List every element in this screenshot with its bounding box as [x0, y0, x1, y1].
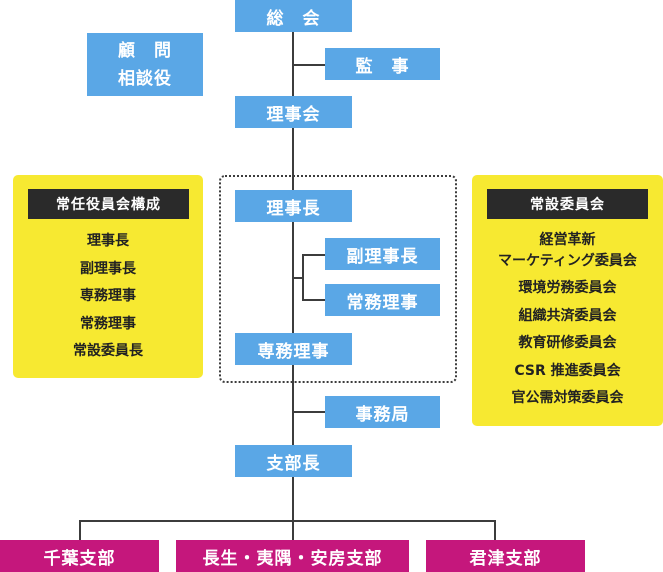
branch-chousei-box[interactable]: 長生・夷隅・安房支部 — [176, 540, 409, 572]
sub-bracket-stem — [292, 277, 304, 279]
soukai-box[interactable]: 総 会 — [235, 0, 352, 32]
standing-committee-panel: 常設委員会 経営革新 マーケティング委員会 環境労務委員会 組織共済委員会 教育… — [472, 175, 663, 426]
list-item: 組織共済委員会 — [518, 307, 617, 324]
kanji-box[interactable]: 監 事 — [325, 48, 440, 80]
senmu-riji-label: 専務理事 — [257, 341, 330, 362]
standing-officers-panel: 常任役員会構成 理事長 副理事長 専務理事 常務理事 常設委員長 — [13, 175, 203, 378]
shibuchou-label: 支部長 — [266, 453, 321, 474]
list-item: 官公需対策委員会 — [511, 390, 624, 406]
kanji-label: 監 事 — [355, 56, 410, 77]
shibuchou-box[interactable]: 支部長 — [235, 445, 352, 477]
joumu-riji-label: 常務理事 — [346, 292, 419, 313]
branch-chousei-label: 長生・夷隅・安房支部 — [202, 548, 383, 569]
list-item: 専務理事 — [80, 288, 136, 304]
standing-committee-list: 経営革新 マーケティング委員会 環境労務委員会 組織共済委員会 教育研修委員会 … — [472, 230, 663, 413]
branch-chiba-box[interactable]: 千葉支部 — [0, 540, 159, 572]
fuku-richou-box[interactable]: 副理事長 — [325, 238, 440, 270]
main-vertical-line-lower — [292, 364, 294, 448]
list-item: 環境労務委員会 — [518, 280, 617, 296]
fuku-richou-connector — [302, 254, 325, 256]
branch-drop-right — [494, 520, 496, 540]
standing-committee-title: 常設委員会 — [487, 189, 648, 219]
senmu-riji-box[interactable]: 専務理事 — [235, 333, 352, 365]
rijikai-label: 理事会 — [266, 104, 321, 125]
soukai-label: 総 会 — [266, 8, 321, 29]
richou-label: 理事長 — [266, 198, 321, 219]
executive-group-frame — [219, 175, 457, 383]
list-item: 教育研修委員会 — [518, 335, 617, 351]
list-item: CSR 推進委員会 — [514, 362, 621, 379]
branch-horizontal-line — [79, 520, 496, 522]
standing-officers-title-text: 常任役員会構成 — [56, 197, 161, 213]
list-item: 理事長 — [87, 233, 129, 249]
jimukyoku-label: 事務局 — [355, 404, 410, 425]
branch-chiba-label: 千葉支部 — [43, 548, 116, 569]
list-item: マーケティング委員会 — [498, 253, 637, 269]
branch-drop-left — [79, 520, 81, 540]
komon-box[interactable]: 顧 問 相談役 — [87, 33, 203, 96]
komon-label: 顧 問 — [118, 40, 172, 61]
standing-officers-title: 常任役員会構成 — [28, 189, 189, 219]
fuku-richou-label: 副理事長 — [346, 246, 419, 267]
list-item: 経営革新 — [539, 232, 596, 248]
main-vertical-line-mid — [292, 128, 294, 192]
standing-committee-title-text: 常設委員会 — [530, 197, 605, 213]
joumu-riji-connector — [302, 299, 325, 301]
list-item: 副理事長 — [80, 260, 136, 277]
jimukyoku-box[interactable]: 事務局 — [325, 396, 440, 428]
richou-box[interactable]: 理事長 — [235, 190, 352, 222]
branch-kimitsu-label: 君津支部 — [469, 548, 542, 569]
standing-officers-list: 理事長 副理事長 専務理事 常務理事 常設委員長 — [13, 228, 203, 366]
joumu-riji-box[interactable]: 常務理事 — [325, 284, 440, 316]
shibuchou-down-line — [292, 477, 294, 520]
branch-drop-center — [292, 520, 294, 540]
list-item: 常務理事 — [80, 315, 136, 332]
soudanyaku-label: 相談役 — [118, 68, 172, 89]
kanji-connector-line — [292, 64, 325, 66]
branch-kimitsu-box[interactable]: 君津支部 — [426, 540, 585, 572]
list-item: 常設委員長 — [73, 343, 143, 359]
jimukyoku-connector-line — [292, 411, 325, 413]
rijikai-box[interactable]: 理事会 — [235, 96, 352, 128]
